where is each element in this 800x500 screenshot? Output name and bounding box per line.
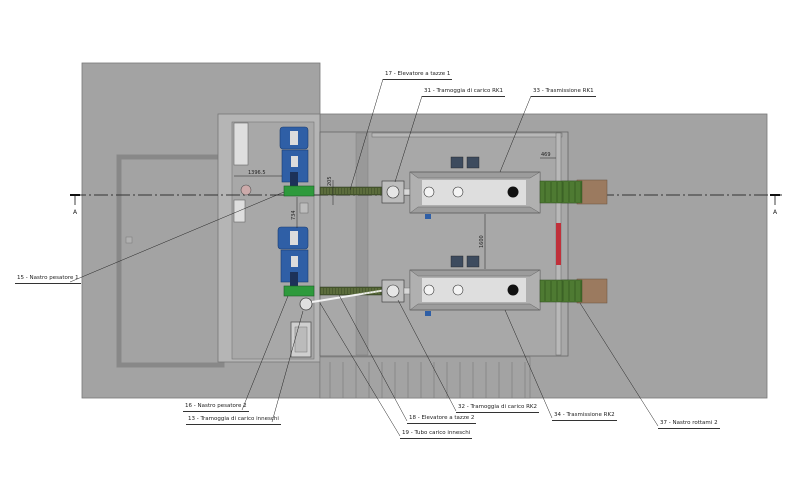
grating-area <box>319 356 531 399</box>
leader-15 <box>69 191 285 283</box>
drive-motors-rk2 <box>425 255 480 316</box>
section-label-right: A <box>773 209 778 216</box>
weigh-belt-1 <box>283 185 315 197</box>
svg-text:1396.5: 1396.5 <box>248 170 266 176</box>
svg-text:1600: 1600 <box>479 235 485 248</box>
conveyor-slats <box>544 182 582 301</box>
callout-33: 33 - Trasmissione RK1 <box>531 88 596 97</box>
loading-hopper-rk1 <box>381 180 415 204</box>
callout-37: 37 - Nastro rottami 2 <box>658 420 720 429</box>
callout-16: 16 - Nastro pesatore 2 <box>183 403 249 412</box>
callout-17: 17 - Elevatore a tazze 1 <box>383 71 453 80</box>
leader-lines <box>69 78 659 437</box>
weigh-belt-2 <box>283 285 315 297</box>
dimension-d2: 205 <box>327 176 334 205</box>
fan-unit <box>240 184 252 196</box>
dimension-d4: 469 <box>540 152 556 159</box>
bucket-elevator-2 <box>319 286 383 296</box>
drive-motors-rk1 <box>425 156 480 219</box>
callout-19: 19 - Tubo carico inneschi <box>400 430 473 439</box>
bucket-elevator-1 <box>319 186 383 196</box>
loading-tube-flange <box>299 297 313 311</box>
leader-18 <box>338 294 408 422</box>
leader-19 <box>319 302 401 437</box>
kiln-hall-top-wall <box>371 132 563 138</box>
leader-37 <box>579 302 659 427</box>
callout-18: 18 - Elevatore a tazze 2 <box>407 415 477 424</box>
leader-13 <box>271 310 304 423</box>
callout-15: 15 - Nastro pesatore 1 <box>15 275 81 284</box>
section-label-left: A <box>73 209 78 216</box>
leader-33 <box>499 95 532 173</box>
callout-13: 13 - Tramoggia di carico inneschi <box>186 416 281 425</box>
scrap-conveyor-2 <box>539 278 608 304</box>
leader-32 <box>397 299 457 412</box>
svg-text:205: 205 <box>327 176 333 186</box>
small-fixture <box>125 236 133 244</box>
grating-slats <box>329 362 526 398</box>
svg-text:469: 469 <box>541 152 551 158</box>
callout-34: 34 - Trasmissione RK2 <box>552 412 617 421</box>
small-box <box>299 202 309 214</box>
cabinet-1 <box>233 122 249 166</box>
callout-32: 32 - Tramoggia di carico RK2 <box>456 404 540 413</box>
elevator-buckets <box>321 188 380 294</box>
scrap-conveyor-1 <box>539 179 608 205</box>
loading-hopper-inneschi-inner <box>294 326 308 353</box>
loading-tube <box>311 289 387 303</box>
svg-text:734: 734 <box>291 210 297 220</box>
loading-hopper-rk2 <box>381 279 415 303</box>
rotary-kiln-rk2 <box>409 269 541 311</box>
dimension-d1: 1396.5 <box>234 170 282 177</box>
leader-16 <box>241 295 289 411</box>
red-door <box>556 223 561 265</box>
weigh-feeder-1 <box>279 126 309 186</box>
leader-31 <box>394 95 423 183</box>
weigh-feeder-2 <box>277 226 309 286</box>
rotary-kiln-rk1 <box>409 171 541 214</box>
dimension-d3: 734 <box>291 197 298 228</box>
leader-34 <box>504 309 553 419</box>
callout-31: 31 - Tramoggia di carico RK1 <box>422 88 506 97</box>
support-beam <box>355 132 369 356</box>
dimension-d5: 1600 <box>479 214 486 269</box>
cabinet-2 <box>233 199 246 223</box>
leader-17 <box>349 78 384 191</box>
